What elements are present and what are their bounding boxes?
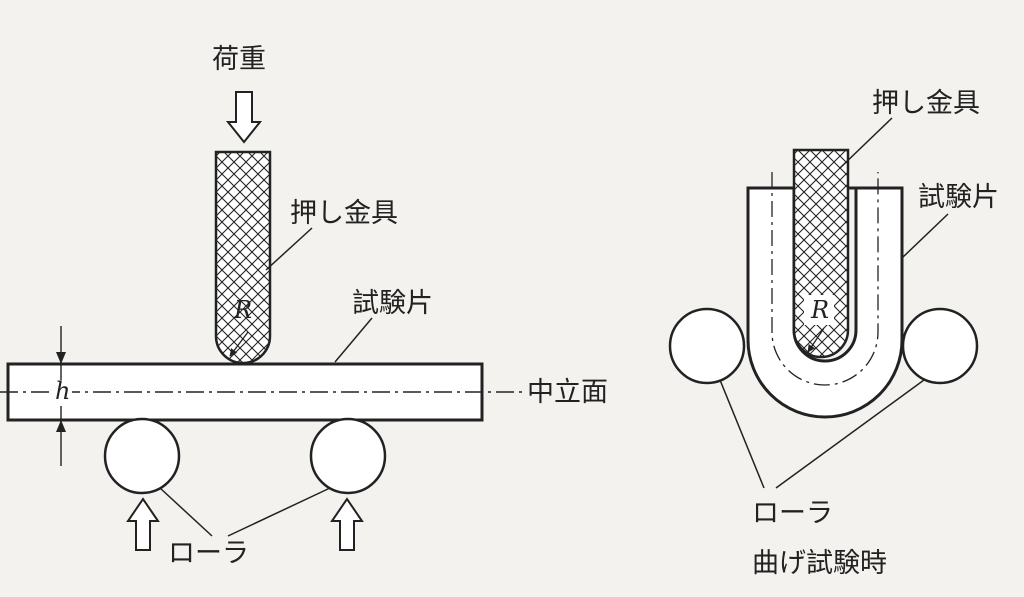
load-arrow-icon	[225, 91, 263, 144]
radius-label-right-bg	[804, 295, 834, 325]
specimen-label-right: 試験片	[918, 182, 999, 213]
thickness-arrow-top-icon	[56, 352, 66, 364]
punch-left	[214, 150, 272, 365]
support-arrow-left-icon	[126, 497, 160, 551]
bent-neutral-line	[771, 172, 879, 386]
thickness-label: h	[55, 377, 70, 405]
radius-arrow-left	[229, 331, 249, 357]
left-diagram: 荷重 R 押し金具 試験片 中立面 h ローラ	[0, 44, 608, 569]
roller-label-left: ローラ	[168, 538, 249, 569]
thickness-arrow-bottom-icon	[56, 420, 66, 432]
roller-leader-left-2	[227, 487, 331, 537]
radius-label-left: R	[233, 296, 252, 324]
punch-label-right: 押し金具	[872, 88, 980, 119]
roller-leader-right-2	[775, 379, 925, 489]
thickness-label-bg	[50, 380, 72, 406]
support-arrow-right-icon	[330, 497, 364, 551]
punch-label-left: 押し金具	[290, 198, 398, 229]
caption-right: 曲げ試験時	[752, 548, 887, 579]
roller-leader-left-1	[159, 487, 213, 537]
punch-leader-right	[839, 117, 893, 169]
specimen-leader-right	[901, 213, 949, 259]
roller-right-1	[668, 307, 746, 385]
load-label: 荷重	[212, 44, 266, 75]
punch-leader-left	[265, 227, 313, 271]
roller-right-2	[901, 307, 979, 385]
specimen-label-left: 試験片	[352, 288, 433, 319]
specimen-leader-left	[334, 317, 373, 363]
punch-right	[792, 148, 850, 359]
neutral-plane-label: 中立面	[527, 377, 608, 408]
radius-arrow-right	[807, 327, 825, 353]
roller-left-1	[103, 417, 181, 495]
roller-label-right: ローラ	[752, 498, 833, 529]
roller-left-2	[309, 417, 387, 495]
roller-leader-right-1	[719, 379, 765, 489]
right-diagram: R 押し金具 試験片 ローラ 曲げ試験時	[668, 88, 999, 579]
radius-label-right: R	[810, 296, 829, 324]
